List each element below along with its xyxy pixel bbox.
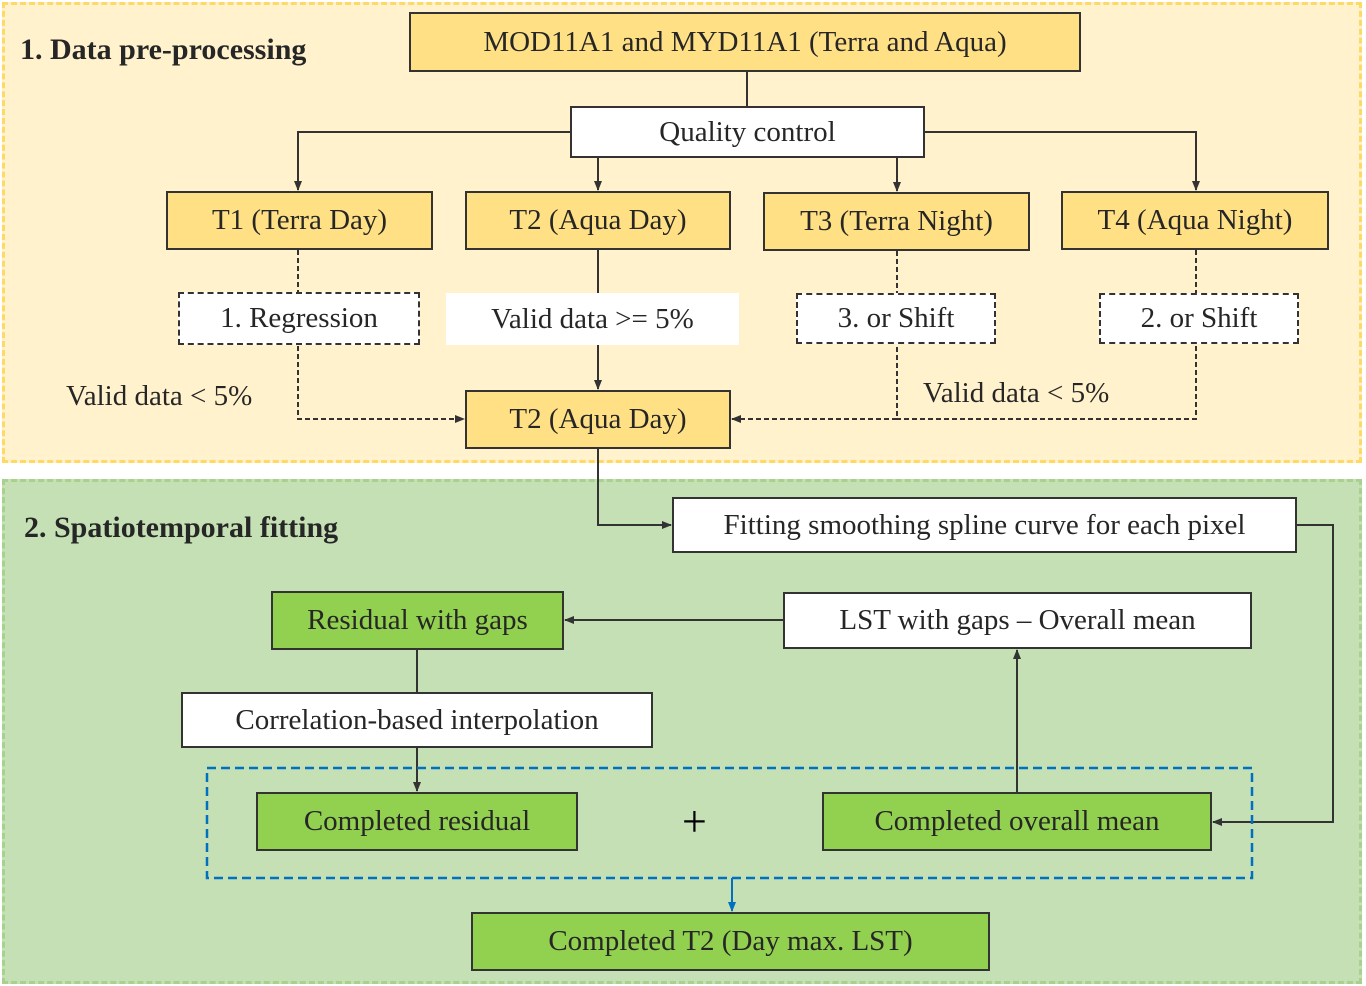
plus-sign: +: [682, 797, 707, 846]
completed-residual-node: Completed residual: [256, 792, 578, 851]
shift2-node: 2. or Shift: [1099, 293, 1299, 344]
t4-node: T4 (Aqua Night): [1061, 191, 1329, 250]
section-title-preprocessing: 1. Data pre-processing: [20, 33, 307, 66]
t1-node: T1 (Terra Day): [166, 191, 433, 250]
sum-group-outline: [205, 766, 1254, 880]
lst-node: LST with gaps – Overall mean: [783, 592, 1252, 649]
t2-output-node: T2 (Aqua Day): [465, 390, 731, 449]
completed-t2-node: Completed T2 (Day max. LST): [471, 912, 990, 971]
quality-control-node: Quality control: [570, 106, 925, 158]
spline-node: Fitting smoothing spline curve for each …: [672, 497, 1297, 553]
completed-mean-node: Completed overall mean: [822, 792, 1212, 851]
source-node: MOD11A1 and MYD11A1 (Terra and Aqua): [409, 12, 1081, 72]
t2-node: T2 (Aqua Day): [465, 191, 731, 250]
section-title-fitting: 2. Spatiotemporal fitting: [24, 511, 339, 544]
regression-node: 1. Regression: [178, 292, 420, 345]
t3-node: T3 (Terra Night): [763, 192, 1030, 251]
valid-ge-label: Valid data >= 5%: [446, 293, 739, 345]
correlation-node: Correlation-based interpolation: [181, 692, 653, 748]
shift3-node: 3. or Shift: [796, 293, 996, 344]
valid-lt-left-label: Valid data < 5%: [66, 380, 253, 412]
residual-node: Residual with gaps: [271, 591, 564, 650]
valid-lt-right-label: Valid data < 5%: [923, 377, 1110, 409]
